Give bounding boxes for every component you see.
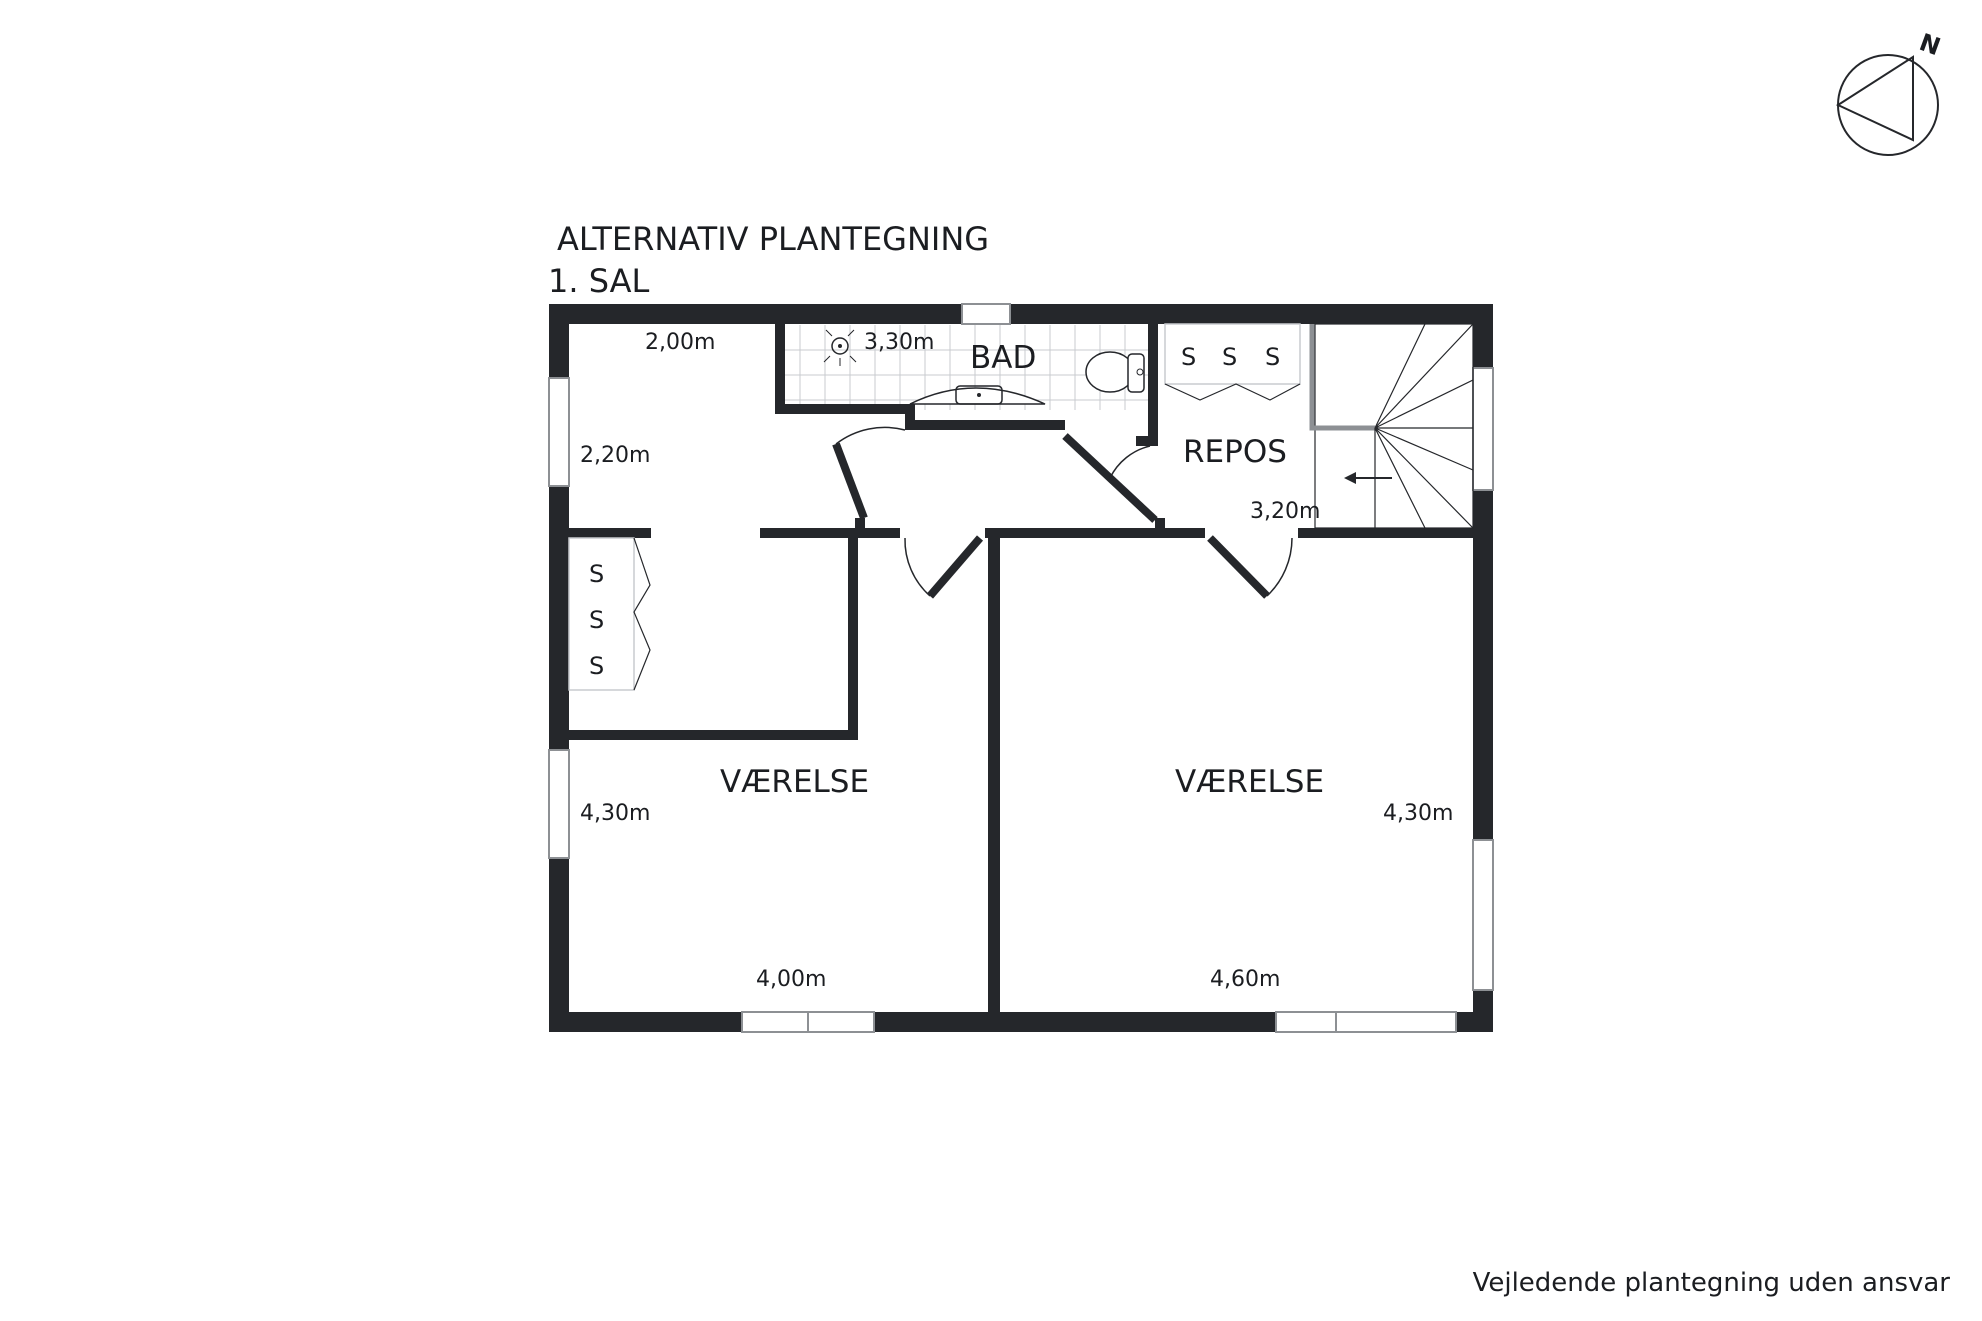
exterior-walls: [549, 304, 1493, 1032]
room-label-vaerelse-left: VÆRELSE: [720, 764, 869, 800]
closet-mark: S: [1265, 343, 1280, 371]
staircase: [1309, 323, 1474, 529]
interior-walls: [569, 324, 1473, 1012]
doors: [832, 426, 1293, 599]
stair-arrow-icon: [1344, 472, 1392, 484]
compass-icon: N: [1835, 28, 1944, 156]
dim-hall-width: 2,00m: [645, 330, 715, 355]
closet-mark: S: [589, 652, 604, 680]
toilet-icon: [1085, 351, 1145, 393]
closet-mark: S: [589, 560, 604, 588]
dim-bath-width: 3,30m: [864, 330, 934, 355]
dim-left-room-width: 4,00m: [756, 967, 826, 992]
dim-right-room-depth: 4,30m: [1383, 801, 1453, 826]
shower-icon: [823, 329, 857, 366]
sink-icon: [909, 385, 1046, 405]
bathroom-tiles: [785, 325, 1150, 410]
room-label-repos: REPOS: [1183, 434, 1287, 470]
plan-title: ALTERNATIV PLANTEGNING: [557, 220, 989, 258]
closet-mark: S: [1181, 343, 1196, 371]
dim-hall-depth: 2,20m: [580, 443, 650, 468]
closet-top: [1164, 323, 1301, 401]
closet-mark: S: [589, 606, 604, 634]
dim-right-room-width: 4,60m: [1210, 967, 1280, 992]
windows: [548, 303, 1494, 1033]
dim-left-room-depth: 4,30m: [580, 801, 650, 826]
room-label-bad: BAD: [970, 340, 1036, 376]
room-label-vaerelse-right: VÆRELSE: [1175, 764, 1324, 800]
footer-disclaimer: Vejledende plantegning uden ansvar: [1473, 1268, 1951, 1298]
closet-left: [568, 537, 651, 691]
closet-mark: S: [1222, 343, 1237, 371]
plan-subtitle: 1. SAL: [548, 262, 650, 300]
dim-landing-width: 3,20m: [1250, 499, 1320, 524]
north-label: N: [1916, 28, 1944, 61]
